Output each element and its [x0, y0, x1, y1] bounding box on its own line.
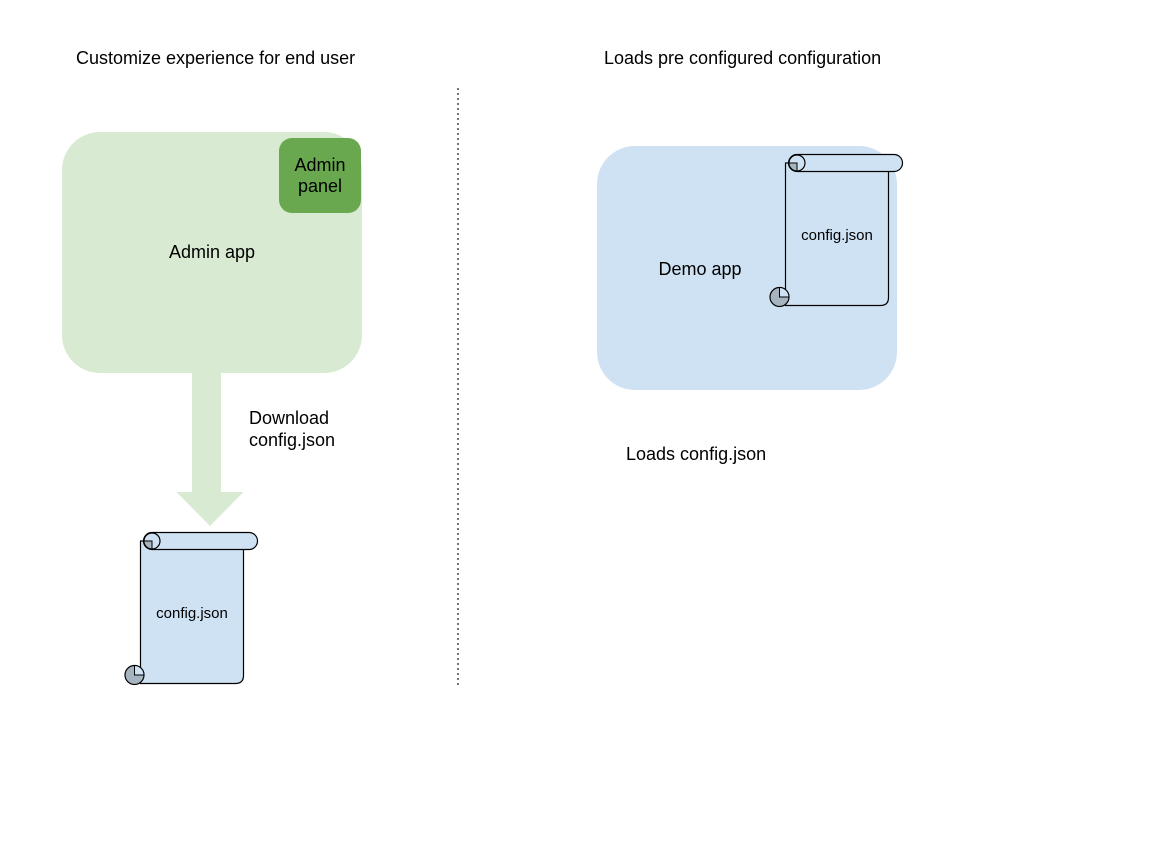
demo-app-label: Demo app [658, 259, 742, 279]
download-config-caption: Download config.json [249, 408, 336, 450]
down-arrow-icon [176, 370, 244, 526]
config-file-scroll-left: config.json [123, 530, 259, 686]
admin-panel-shape: Admin panel [279, 138, 361, 213]
section-divider [457, 88, 459, 687]
config-file-scroll-right: config.json [768, 152, 904, 308]
loads-config-caption: Loads config.json [626, 444, 767, 464]
scroll-shape-icon [124, 531, 259, 686]
left-section-heading: Customize experience for end user [76, 48, 356, 68]
admin-app-label: Admin app [168, 242, 256, 262]
scroll-shape-icon [769, 153, 904, 308]
config-file-label: config.json [801, 227, 873, 244]
admin-panel-label: Admin panel [294, 154, 346, 196]
right-section-heading: Loads pre configured configuration [604, 48, 882, 68]
config-file-label: config.json [156, 605, 228, 622]
